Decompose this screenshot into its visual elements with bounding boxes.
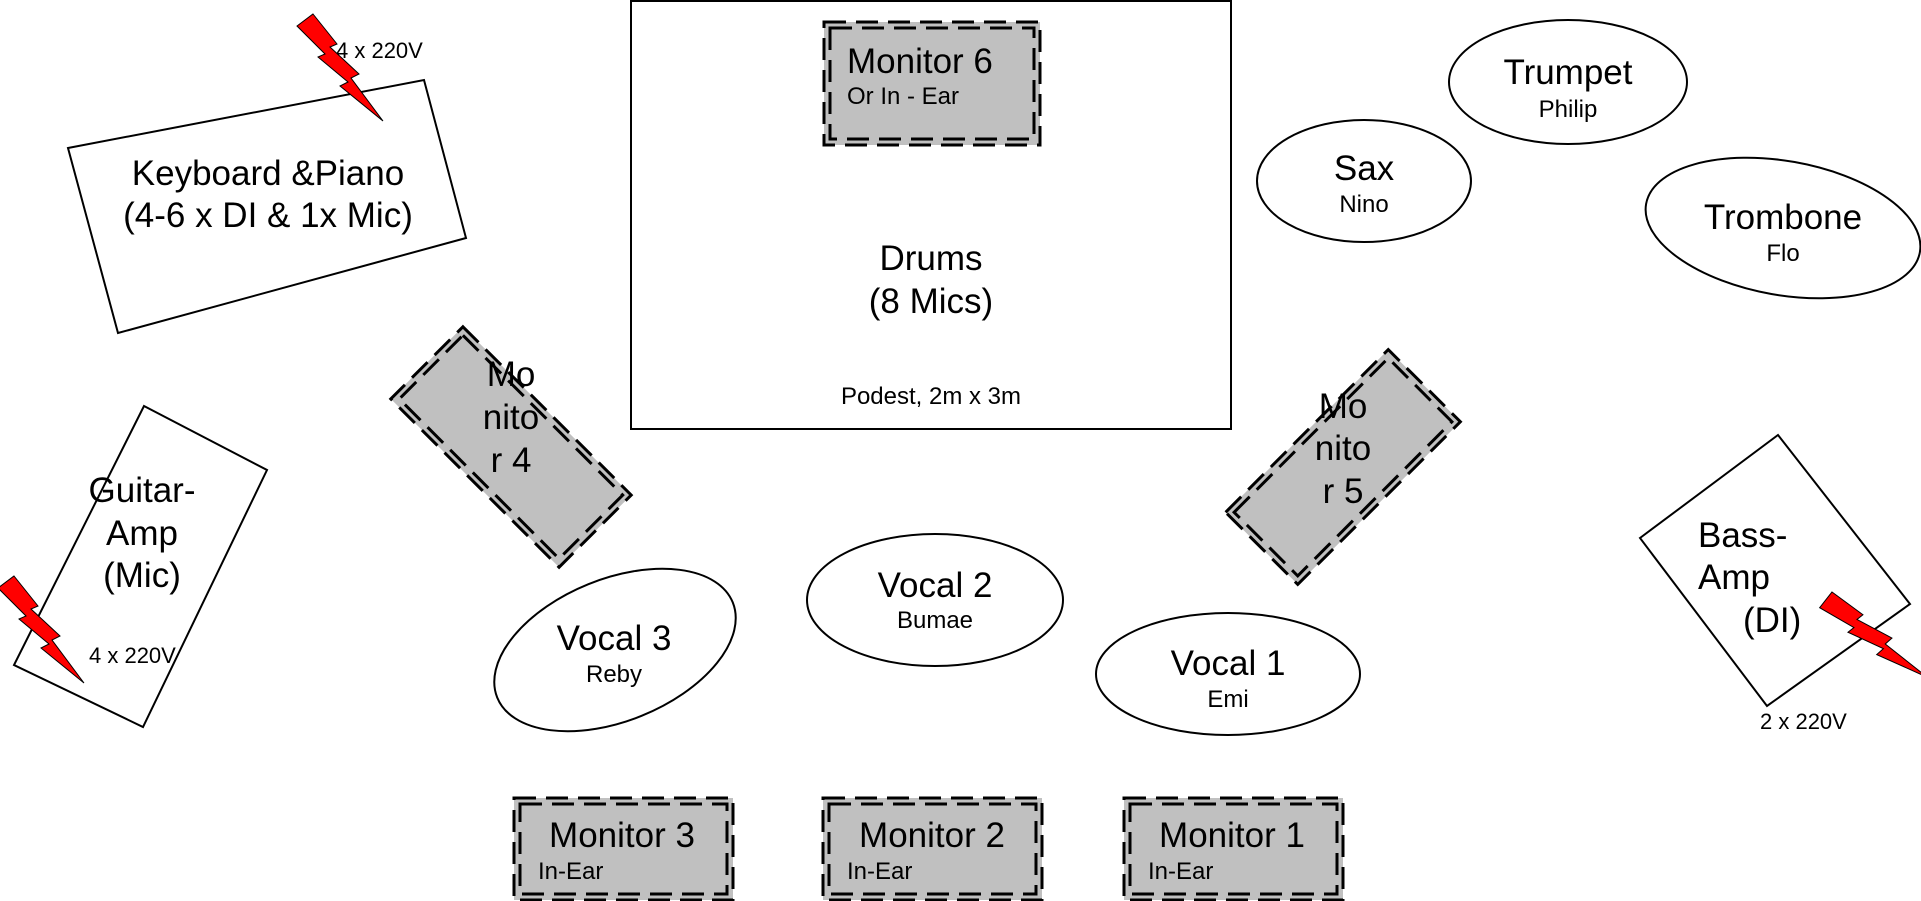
vocal-2-label: Vocal 2 — [878, 566, 993, 605]
monitor-1: Monitor 1 In-Ear — [1122, 796, 1345, 901]
vocal-3: Vocal 3 Reby — [493, 567, 737, 733]
podest-label: Podest, 2m x 3m — [841, 383, 1021, 410]
monitor-1-note: In-Ear — [1148, 858, 1213, 885]
trombone-player: Flo — [1766, 240, 1799, 267]
monitor-5-label-1: Mo — [1319, 387, 1368, 426]
monitor-3: Monitor 3 In-Ear — [512, 796, 735, 901]
vocal-1: Vocal 1 Emi — [1095, 612, 1361, 736]
trombone-label: Trombone — [1704, 198, 1862, 237]
monitor-5-label-3: r 5 — [1323, 472, 1364, 511]
guitar-label-3: (Mic) — [103, 556, 181, 595]
monitor-4-label-2: nito — [483, 398, 539, 437]
vocal-1-singer: Emi — [1207, 686, 1248, 713]
bass-label-2: Amp — [1698, 558, 1770, 597]
keyboard-inputs-label: (4-6 x DI & 1x Mic) — [123, 196, 413, 235]
monitor-2-label: Monitor 2 — [859, 816, 1005, 855]
drums-label: Drums — [879, 239, 982, 278]
monitor-4-label-1: Mo — [487, 355, 536, 394]
sax-player: Nino — [1339, 191, 1388, 218]
monitor-4 — [388, 324, 634, 570]
trumpet-player: Philip — [1539, 96, 1598, 123]
trombone: Trombone Flo — [1644, 156, 1921, 300]
guitar-label-1: Guitar- — [89, 471, 196, 510]
monitor-6-label: Monitor 6 — [847, 42, 993, 81]
sax: Sax Nino — [1256, 119, 1472, 243]
sax-label: Sax — [1334, 149, 1395, 188]
trumpet-label: Trumpet — [1503, 53, 1632, 92]
bass-amp: Bass- Amp (DI) — [1638, 433, 1912, 708]
vocal-3-label: Vocal 3 — [557, 619, 672, 658]
monitor-5 — [1223, 347, 1463, 587]
monitor-2: Monitor 2 In-Ear — [821, 796, 1044, 901]
monitor-1-label: Monitor 1 — [1159, 816, 1305, 855]
monitor-5-label-2: nito — [1315, 429, 1371, 468]
keyboard-piano: Keyboard &Piano (4-6 x DI & 1x Mic) — [66, 78, 468, 335]
drums-mics-label: (8 Mics) — [869, 282, 993, 321]
vocal-2: Vocal 2 Bumae — [806, 533, 1064, 667]
trumpet: Trumpet Philip — [1448, 19, 1688, 145]
bass-label-3: (DI) — [1743, 601, 1801, 640]
bass-label-1: Bass- — [1698, 516, 1787, 555]
monitor-2-note: In-Ear — [847, 858, 912, 885]
vocal-1-label: Vocal 1 — [1171, 644, 1286, 683]
keyboard-label: Keyboard &Piano — [132, 154, 404, 193]
monitor-3-label: Monitor 3 — [549, 816, 695, 855]
guitar-label-2: Amp — [106, 514, 178, 553]
bass-power-label: 2 x 220V — [1760, 709, 1847, 734]
guitar-amp: Guitar- Amp (Mic) — [12, 404, 269, 729]
monitor-6: Monitor 6 Or In - Ear — [822, 20, 1042, 147]
guitar-power-label: 4 x 220V — [89, 643, 176, 668]
monitor-4-label-3: r 4 — [491, 441, 532, 480]
vocal-2-singer: Bumae — [897, 607, 973, 634]
monitor-6-note: Or In - Ear — [847, 83, 959, 110]
monitor-3-note: In-Ear — [538, 858, 603, 885]
vocal-3-singer: Reby — [586, 661, 642, 688]
keyboard-power-label: 4 x 220V — [336, 38, 423, 63]
